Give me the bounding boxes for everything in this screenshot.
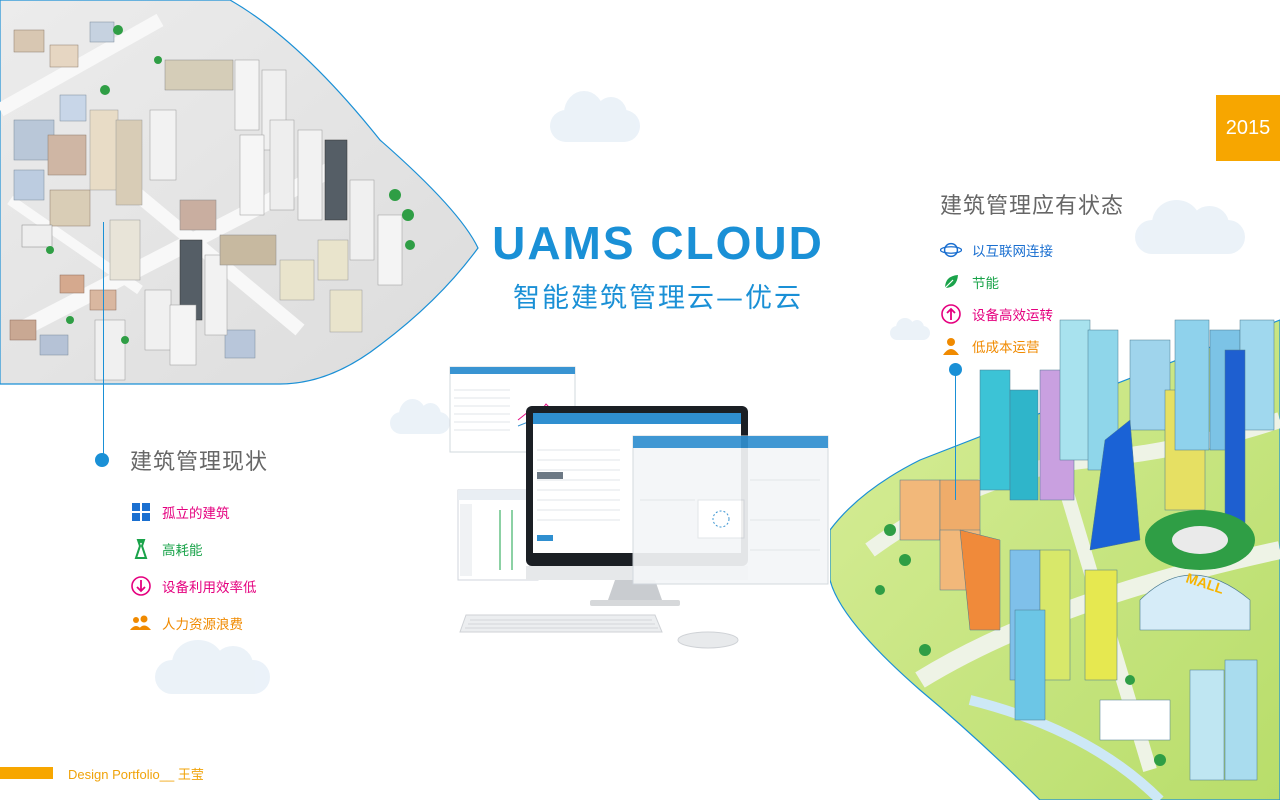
feature-label: 孤立的建筑 (162, 506, 230, 522)
down-arrow-circle-icon (130, 575, 152, 597)
feature-item: 节能 (940, 268, 1124, 296)
feature-label: 高耗能 (162, 543, 203, 559)
page-title: UAMS CLOUD (492, 217, 824, 269)
energy-tower-icon (130, 538, 152, 560)
footer-credit: Design Portfolio__ 王莹 (68, 767, 204, 782)
feature-label: 节能 (972, 276, 999, 292)
isometric-city-illustration-left (0, 0, 479, 385)
feature-item: 设备利用效率低 (130, 572, 268, 600)
cloud-decoration (155, 639, 270, 694)
feature-item: 低成本运营 (940, 332, 1124, 360)
leaf-icon (940, 271, 962, 293)
feature-label: 设备利用效率低 (162, 580, 257, 596)
globe-icon (940, 239, 962, 261)
footer-accent-bar (0, 767, 53, 779)
up-arrow-circle-icon (940, 303, 962, 325)
cloud-decoration (1135, 199, 1245, 254)
cloud-decoration (890, 317, 930, 340)
connector-line (103, 222, 104, 460)
connector-dot (949, 363, 962, 376)
section-heading: 建筑管理应有状态 (940, 194, 1125, 219)
section-heading: 建筑管理现状 (130, 450, 269, 475)
current-status-section: 建筑管理现状 孤立的建筑 高耗能 设备利用效率低 人力资源浪费 (130, 444, 268, 646)
connector-line (955, 370, 956, 500)
feature-item: 高耗能 (130, 535, 268, 563)
feature-label: 以互联网连接 (972, 244, 1053, 260)
cloud-decoration (390, 398, 450, 434)
feature-label: 设备高效运转 (972, 308, 1053, 324)
page-subtitle: 智能建筑管理云—优云 (513, 283, 803, 314)
cloud-decoration (550, 90, 640, 142)
software-screens-illustration (449, 366, 829, 649)
feature-item: 人力资源浪费 (130, 609, 268, 637)
connector-dot (95, 453, 109, 467)
feature-label: 低成本运营 (972, 340, 1040, 356)
person-icon (940, 335, 962, 357)
feature-item: 孤立的建筑 (130, 498, 268, 526)
year-badge: 2015 (1216, 95, 1280, 161)
people-icon (130, 612, 152, 634)
feature-item: 以互联网连接 (940, 236, 1124, 264)
windows-grid-icon (130, 501, 152, 523)
feature-label: 人力资源浪费 (162, 617, 243, 633)
feature-item: 设备高效运转 (940, 300, 1124, 328)
isometric-city-illustration-right: MALL (830, 319, 1280, 800)
ideal-status-section: 建筑管理应有状态 以互联网连接 节能 设备高效运转 低成本运营 (940, 188, 1124, 364)
